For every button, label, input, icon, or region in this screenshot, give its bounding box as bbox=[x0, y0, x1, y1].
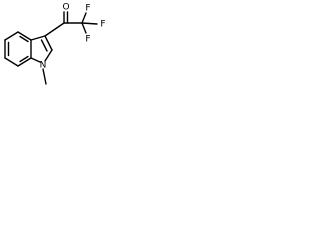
chemical-structure-diagram: O F F F N bbox=[4, 3, 106, 85]
bond-n1-c7a bbox=[30, 57, 41, 63]
bond-c3-c2-double bbox=[40, 39, 48, 52]
bond-cf3-f-top bbox=[81, 12, 87, 24]
bond-c3-c2 bbox=[44, 35, 53, 51]
bond-c3a-c3 bbox=[30, 35, 46, 41]
atom-label-fluorine-top: F bbox=[85, 4, 90, 14]
atom-label-nitrogen: N bbox=[40, 61, 47, 71]
bond-cf3-f-bottom bbox=[81, 22, 87, 34]
bond-benzo-double-2 bbox=[19, 55, 29, 63]
bond-n-methyl bbox=[42, 68, 47, 85]
bond-benzo-3 bbox=[17, 57, 32, 67]
bond-benzo-double-3 bbox=[19, 35, 29, 43]
bond-benzo-2 bbox=[4, 57, 19, 67]
atom-label-fluorine-bottom: F bbox=[85, 35, 90, 45]
bond-benzo-6 bbox=[4, 31, 19, 41]
bond-c2-n1 bbox=[44, 49, 53, 62]
atom-label-fluorine-right: F bbox=[100, 20, 105, 30]
bond-benzo-5 bbox=[17, 31, 32, 41]
bond-cf3-f-right bbox=[81, 22, 98, 25]
atom-label-oxygen: O bbox=[62, 3, 69, 13]
structure-canvas: O F F F N bbox=[0, 0, 113, 93]
bond-c3-carbonyl bbox=[44, 22, 65, 37]
